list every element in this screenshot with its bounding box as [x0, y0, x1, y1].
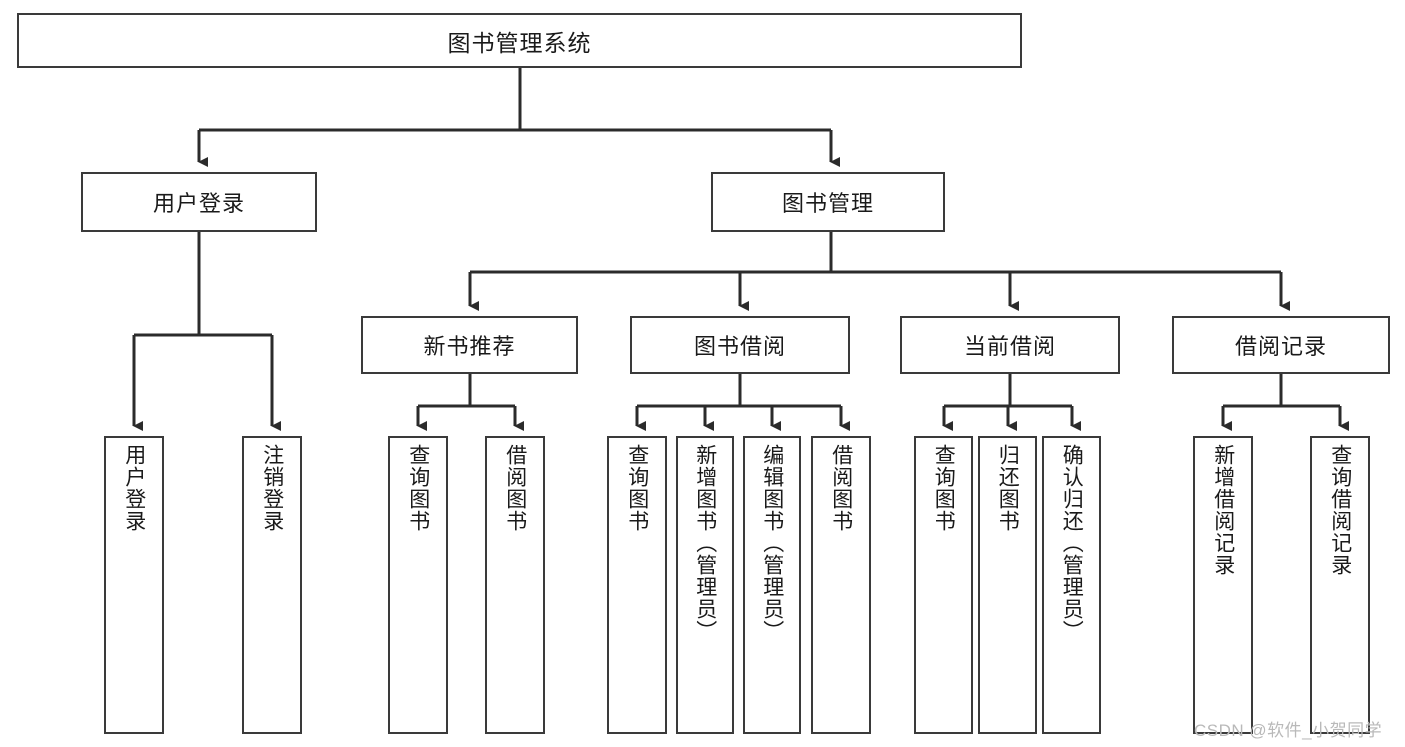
node-new-book-recommend[interactable]: 新书推荐	[361, 316, 578, 374]
node-label: 用户登录	[152, 191, 245, 216]
leaf-recommend-borrow-book[interactable]: 借阅图书	[485, 436, 545, 734]
node-label: 用户登录	[122, 444, 146, 532]
leaf-record-query[interactable]: 查询借阅记录	[1310, 436, 1370, 734]
leaf-borrow-borrow-book[interactable]: 借阅图书	[811, 436, 871, 734]
node-label: 借阅记录	[1234, 334, 1327, 359]
node-label: 借阅图书	[829, 444, 853, 532]
node-label: 归还图书	[996, 444, 1020, 532]
node-book-management[interactable]: 图书管理	[711, 172, 945, 232]
node-label: 查询图书	[625, 444, 649, 532]
leaf-record-add[interactable]: 新增借阅记录	[1193, 436, 1253, 734]
leaf-borrow-query-book[interactable]: 查询图书	[607, 436, 667, 734]
node-label: 编辑图书（管理员）	[760, 444, 784, 642]
leaf-borrow-add-book[interactable]: 新增图书（管理员）	[676, 436, 734, 734]
leaf-user-logout[interactable]: 注销登录	[242, 436, 302, 734]
node-label: 新增借阅记录	[1211, 444, 1235, 576]
leaf-current-confirm-return[interactable]: 确认归还（管理员）	[1042, 436, 1101, 734]
node-label: 查询借阅记录	[1328, 444, 1352, 576]
node-root-system[interactable]: 图书管理系统	[17, 13, 1022, 68]
node-label: 图书借阅	[693, 334, 786, 359]
node-borrow-records[interactable]: 借阅记录	[1172, 316, 1390, 374]
csdn-watermark: CSDN @软件_小贺同学	[1194, 721, 1383, 740]
node-label: 借阅图书	[503, 444, 527, 532]
node-current-borrow[interactable]: 当前借阅	[900, 316, 1120, 374]
node-user-login[interactable]: 用户登录	[81, 172, 317, 232]
node-label: 图书管理系统	[447, 29, 592, 56]
node-label: 新增图书（管理员）	[693, 444, 717, 642]
node-label: 查询图书	[932, 444, 956, 532]
node-label: 图书管理	[781, 191, 874, 216]
leaf-current-return-book[interactable]: 归还图书	[978, 436, 1037, 734]
leaf-recommend-query-book[interactable]: 查询图书	[388, 436, 448, 734]
node-label: 新书推荐	[423, 334, 516, 359]
node-label: 当前借阅	[963, 334, 1056, 359]
node-label: 查询图书	[406, 444, 430, 532]
leaf-borrow-edit-book[interactable]: 编辑图书（管理员）	[743, 436, 801, 734]
leaf-user-login[interactable]: 用户登录	[104, 436, 164, 734]
node-label: 确认归还（管理员）	[1060, 444, 1084, 642]
node-label: 注销登录	[260, 444, 284, 532]
leaf-current-query-book[interactable]: 查询图书	[914, 436, 973, 734]
node-book-borrow[interactable]: 图书借阅	[630, 316, 850, 374]
